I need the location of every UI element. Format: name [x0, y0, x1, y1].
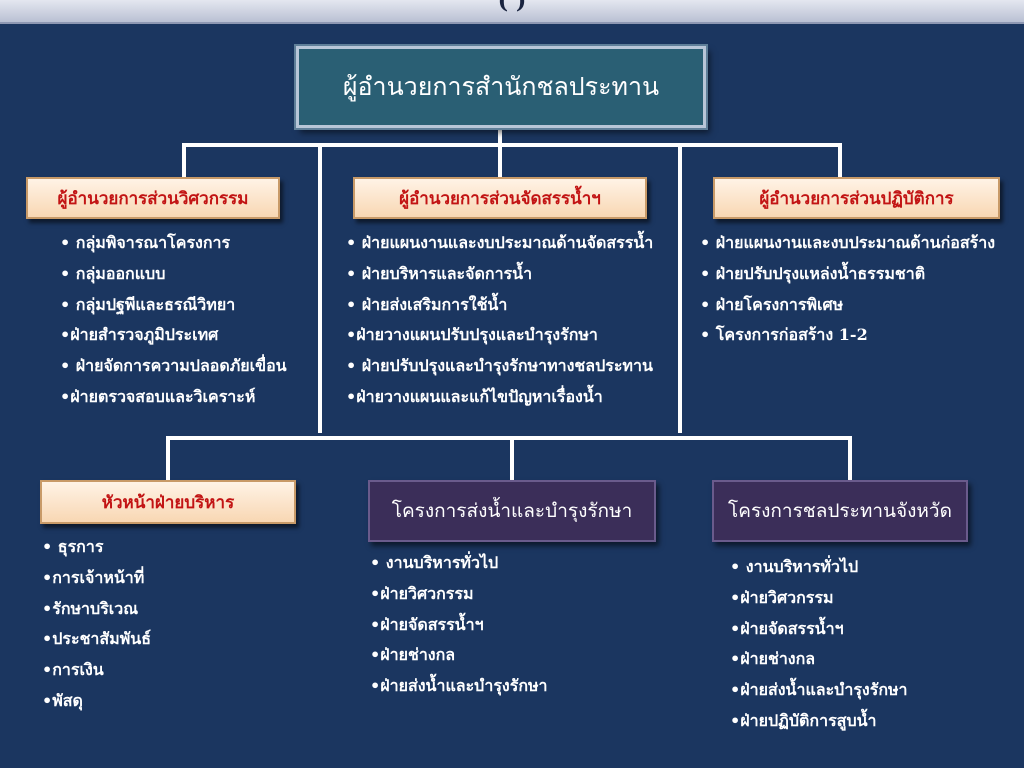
- connector-line: [510, 436, 514, 480]
- irrigation-project-list: • งานบริหารทั่วไป •ฝ่ายวิศวกรรม •ฝ่ายจัด…: [370, 548, 548, 702]
- connector-line: [678, 143, 682, 433]
- list-item: • กลุ่มพิจารณาโครงการ: [60, 233, 231, 252]
- list-item: • ฝ่ายโครงการพิเศษ: [700, 294, 844, 314]
- irrigation-project-box: โครงการส่งน้ำและบำรุงรักษา: [368, 480, 656, 542]
- water-allocation-list: • ฝ่ายแผนงานและงบประมาณด้านจัดสรรน้ำ • ฝ…: [346, 228, 653, 413]
- water-allocation-box: ผู้อำนวยการส่วนจัดสรรน้ำฯ: [353, 177, 647, 219]
- list-item: • ฝ่ายแผนงานและงบประมาณด้านจัดสรรน้ำ: [346, 233, 654, 252]
- connector-line: [498, 143, 502, 177]
- title-bar: ( ): [0, 0, 1024, 24]
- list-item: •ฝ่ายช่างกล: [730, 649, 816, 669]
- connector-line: [318, 143, 322, 433]
- list-item: • ฝ่ายส่งเสริมการใช้น้ำ: [346, 294, 508, 314]
- provincial-project-list: • งานบริหารทั่วไป •ฝ่ายวิศวกรรม •ฝ่ายจัด…: [730, 552, 908, 737]
- list-item: •ฝ่ายสำรวจภูมิประเทศ: [60, 325, 219, 345]
- list-item: •ฝ่ายส่งน้ำและบำรุงรักษา: [370, 676, 548, 696]
- list-item: • ฝ่ายจัดการความปลอดภัยเขื่อน: [60, 356, 287, 376]
- operations-list: • ฝ่ายแผนงานและงบประมาณด้านก่อสร้าง • ฝ่…: [700, 228, 995, 351]
- list-item: •การเงิน: [42, 660, 104, 680]
- irrigation-project-label: โครงการส่งน้ำและบำรุงรักษา: [391, 500, 633, 522]
- list-item: •พัสดุ: [42, 690, 83, 710]
- admin-box: หัวหน้าฝ่ายบริหาร: [40, 480, 296, 524]
- operations-label: ผู้อำนวยการส่วนปฏิบัติการ: [759, 188, 954, 209]
- list-item: •ฝ่ายปฏิบัติการสูบน้ำ: [730, 710, 877, 730]
- list-item: •ฝ่ายวิศวกรรม: [370, 583, 474, 603]
- list-item: •ฝ่ายจัดสรรน้ำฯ: [730, 618, 844, 638]
- connector-line: [166, 436, 170, 482]
- admin-list: • ธุรการ •การเจ้าหน้าที่ •รักษาบริเวณ •ป…: [42, 532, 151, 717]
- list-item: • กลุ่มออกแบบ: [60, 263, 166, 283]
- list-item: •ประชาสัมพันธ์: [42, 629, 151, 649]
- list-item: •ฝ่ายตรวจสอบและวิเคราะห์: [60, 386, 256, 406]
- list-item: •ฝ่ายช่างกล: [370, 645, 456, 665]
- list-item: • ฝ่ายบริหารและจัดการน้ำ: [346, 263, 533, 283]
- connector-line: [182, 143, 186, 177]
- water-allocation-label: ผู้อำนวยการส่วนจัดสรรน้ำฯ: [399, 188, 601, 209]
- connector-line: [166, 436, 852, 440]
- list-item: •ฝ่ายจัดสรรน้ำฯ: [370, 614, 484, 634]
- list-item: •ฝ่ายส่งน้ำและบำรุงรักษา: [730, 680, 908, 700]
- director-label: ผู้อำนวยการสำนักชลประทาน: [342, 72, 660, 101]
- operations-box: ผู้อำนวยการส่วนปฏิบัติการ: [713, 177, 1000, 219]
- admin-label: หัวหน้าฝ่ายบริหาร: [101, 492, 235, 513]
- list-item: •ฝ่ายวางแผนปรับปรุงและบำรุงรักษา: [346, 325, 598, 345]
- list-item: • ธุรการ: [42, 537, 104, 556]
- list-item: • ฝ่ายปรับปรุงแหล่งน้ำธรรมชาติ: [700, 263, 926, 283]
- engineering-label: ผู้อำนวยการส่วนวิศวกรรม: [57, 188, 249, 209]
- engineering-box: ผู้อำนวยการส่วนวิศวกรรม: [26, 177, 280, 219]
- title-fragment: ( ): [497, 0, 527, 14]
- director-box: ผู้อำนวยการสำนักชลประทาน: [296, 46, 706, 128]
- connector-line: [498, 128, 502, 145]
- list-item: • ฝ่ายแผนงานและงบประมาณด้านก่อสร้าง: [700, 233, 996, 252]
- list-item: • งานบริหารทั่วไป: [730, 557, 859, 576]
- list-item: •ฝ่ายวางแผนและแก้ไขปัญหาเรื่องน้ำ: [346, 386, 603, 406]
- connector-line: [182, 143, 842, 147]
- connector-line: [848, 436, 852, 480]
- list-item: • โครงการก่อสร้าง 1-2: [700, 325, 868, 345]
- engineering-list: • กลุ่มพิจารณาโครงการ • กลุ่มออกแบบ • กล…: [60, 228, 287, 413]
- list-item: • ฝ่ายปรับปรุงและบำรุงรักษาทางชลประทาน: [346, 356, 653, 376]
- list-item: •รักษาบริเวณ: [42, 598, 139, 618]
- provincial-project-box: โครงการชลประทานจังหวัด: [712, 480, 968, 542]
- list-item: •การเจ้าหน้าที่: [42, 567, 145, 587]
- list-item: • งานบริหารทั่วไป: [370, 553, 499, 572]
- connector-line: [838, 143, 842, 177]
- list-item: • กลุ่มปฐพีและธรณีวิทยา: [60, 294, 236, 314]
- list-item: •ฝ่ายวิศวกรรม: [730, 587, 834, 607]
- provincial-project-label: โครงการชลประทานจังหวัด: [728, 500, 952, 522]
